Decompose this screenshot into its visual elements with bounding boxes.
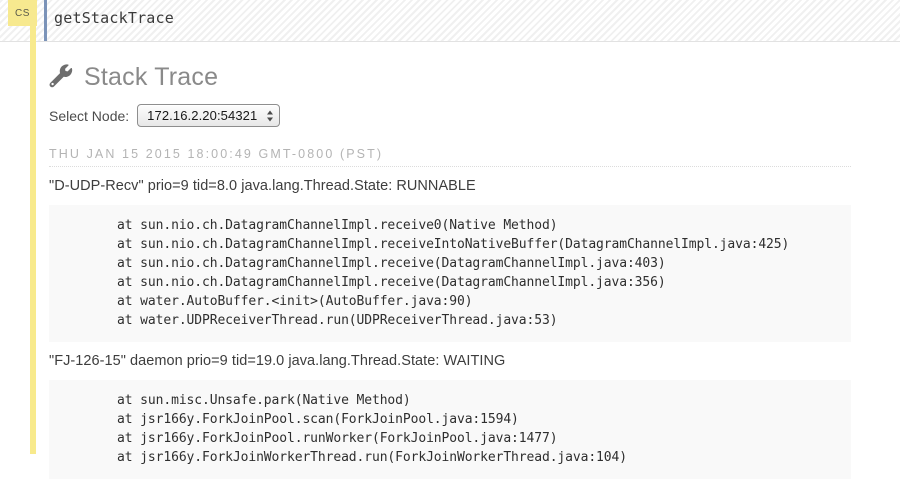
header-accent-bar bbox=[44, 0, 47, 41]
thread-header: "FJ-126-15" daemon prio=9 tid=19.0 java.… bbox=[49, 353, 506, 369]
stack-frame-line: at sun.nio.ch.DatagramChannelImpl.receiv… bbox=[117, 275, 666, 290]
node-selector-row: Select Node: 172.16.2.20:54321 bbox=[49, 104, 900, 127]
stack-frame-line: at sun.misc.Unsafe.park(Native Method) bbox=[117, 393, 411, 408]
chevron-down-icon bbox=[267, 117, 274, 121]
node-select-label: Select Node: bbox=[49, 107, 130, 124]
chevron-up-icon bbox=[267, 110, 274, 114]
cell-selection-rail bbox=[30, 0, 36, 454]
section-title: Stack Trace bbox=[84, 62, 219, 91]
stack-frame-block: at sun.misc.Unsafe.park(Native Method) a… bbox=[49, 380, 851, 479]
stack-frame-block: at sun.nio.ch.DatagramChannelImpl.receiv… bbox=[49, 205, 851, 342]
stack-frame-line: at water.AutoBuffer.<init>(AutoBuffer.ja… bbox=[117, 294, 473, 309]
cell-header-bar bbox=[0, 0, 900, 42]
stack-trace-panel: Stack Trace Select Node: 172.16.2.20:543… bbox=[49, 42, 900, 479]
cell-title[interactable]: getStackTrace bbox=[54, 9, 174, 27]
stack-frame-line: at sun.nio.ch.DatagramChannelImpl.receiv… bbox=[117, 256, 666, 271]
node-select-value: 172.16.2.20:54321 bbox=[147, 108, 258, 123]
wrench-icon bbox=[49, 64, 73, 88]
stack-frame-line: at jsr166y.ForkJoinPool.scan(ForkJoinPoo… bbox=[117, 412, 519, 427]
stepper-arrows-icon bbox=[267, 110, 274, 121]
stack-frame-line: at jsr166y.ForkJoinWorkerThread.run(Fork… bbox=[117, 450, 627, 465]
trace-timestamp: THU JAN 15 2015 18:00:49 GMT-0800 (PST) bbox=[49, 147, 851, 167]
stack-frame-line: at water.UDPReceiverThread.run(UDPReceiv… bbox=[117, 313, 558, 328]
stack-frame-line: at jsr166y.ForkJoinPool.runWorker(ForkJo… bbox=[117, 431, 558, 446]
thread-header: "D-UDP-Recv" prio=9 tid=8.0 java.lang.Th… bbox=[49, 178, 476, 194]
stack-frame-line: at sun.nio.ch.DatagramChannelImpl.receiv… bbox=[117, 218, 558, 233]
cell-type-badge[interactable]: CS bbox=[8, 0, 37, 26]
stack-frame-line: at sun.nio.ch.DatagramChannelImpl.receiv… bbox=[117, 237, 790, 252]
section-heading: Stack Trace bbox=[49, 64, 900, 90]
node-select-dropdown[interactable]: 172.16.2.20:54321 bbox=[137, 104, 281, 127]
